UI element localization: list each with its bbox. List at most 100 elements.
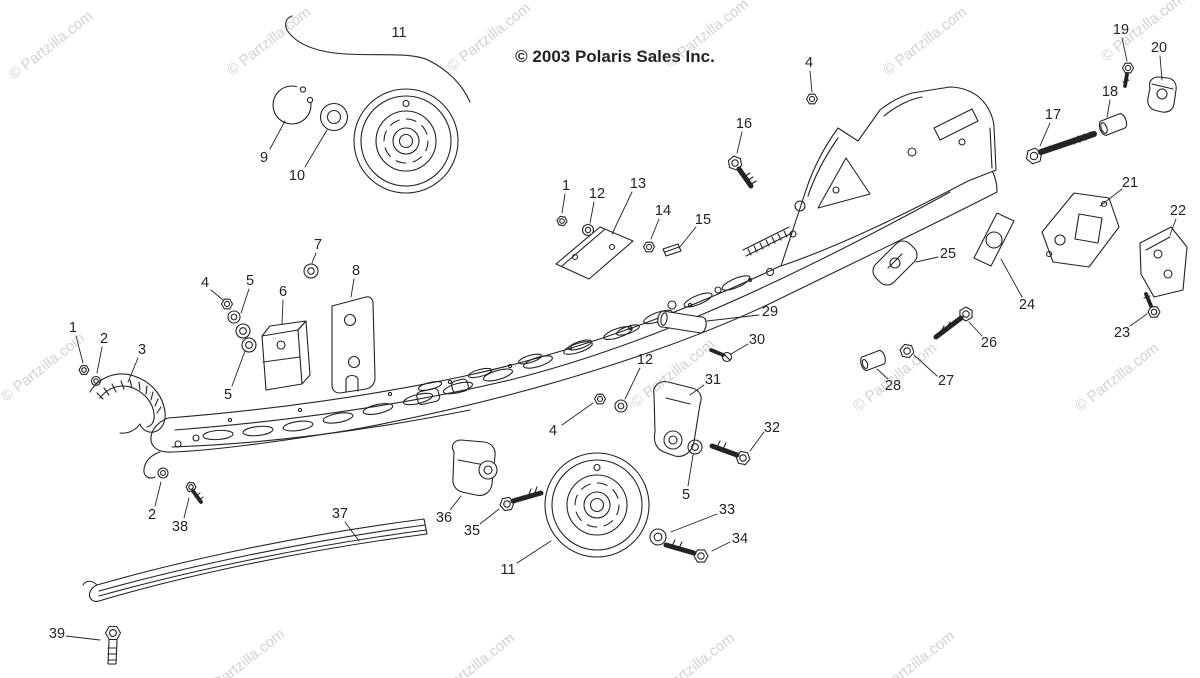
part-number-callout: 30	[749, 332, 765, 348]
callout-leader-line	[449, 495, 462, 511]
bolt-34	[663, 539, 709, 563]
part-number-callout: 28	[885, 378, 901, 394]
part-number-callout: 13	[630, 176, 646, 192]
part-number-callout: 11	[391, 25, 406, 41]
callout-leader-line	[670, 513, 718, 533]
part-number-callout: 34	[732, 531, 748, 547]
bolt-30	[709, 348, 733, 363]
callout-leader-line	[624, 367, 641, 400]
part-number-callout: 21	[1122, 175, 1138, 191]
washer-33	[649, 528, 667, 546]
part-number-callout: 5	[224, 387, 232, 403]
nut-14	[643, 241, 655, 253]
part-number-callout: 10	[289, 168, 305, 184]
bolt-35	[498, 486, 544, 512]
part-number-callout: 11	[500, 562, 515, 578]
axle-29	[657, 310, 707, 334]
slide-wear-strip-37	[82, 518, 428, 602]
callout-leader-line	[65, 635, 101, 641]
part-number-callout: 25	[940, 246, 956, 262]
watermark-text: © Partzilla.com	[224, 4, 314, 80]
bolt-16	[725, 154, 757, 189]
callout-leader-line	[1121, 37, 1128, 62]
callout-leader-line	[154, 481, 162, 507]
callout-leader-line	[281, 299, 284, 325]
part-number-callout: 19	[1113, 22, 1129, 38]
callout-leader-line	[913, 354, 938, 377]
washer-10	[319, 102, 349, 132]
part-number-callout: 6	[279, 284, 287, 300]
callout-leader-lines	[65, 37, 1177, 641]
part-number-callout: 36	[436, 510, 452, 526]
bolt-38	[185, 482, 204, 504]
callout-leader-line	[711, 541, 731, 552]
watermark-text: © Partzilla.com	[1098, 0, 1188, 65]
washer-2-lower	[157, 467, 169, 479]
part-number-callout: 7	[314, 237, 322, 253]
clip-15	[662, 243, 682, 257]
callout-leader-line	[240, 288, 250, 314]
part-number-callout: 29	[762, 304, 778, 320]
callout-leader-line	[75, 335, 84, 364]
part-number-callout: 9	[260, 150, 268, 166]
callout-leader-line	[1000, 258, 1023, 298]
plate-13	[555, 226, 634, 280]
callout-leader-line	[269, 120, 286, 150]
callout-leader-line	[650, 218, 660, 240]
callout-leader-line	[183, 497, 190, 519]
part-number-callout: 32	[764, 420, 780, 436]
callout-leader-line	[561, 193, 566, 214]
callout-leader-line	[210, 289, 224, 301]
part-number-callout: 33	[719, 502, 735, 518]
callout-leader-line	[689, 384, 705, 396]
part-number-callout: 39	[49, 626, 65, 642]
idler-wheel-11-top	[353, 88, 459, 194]
nut-1-front	[78, 365, 90, 375]
part-number-callout: 18	[1102, 84, 1118, 100]
callout-leader-line	[749, 431, 765, 452]
part-number-callout: 4	[549, 423, 557, 439]
part-number-callout: 3	[138, 342, 146, 358]
part-number-callout: 14	[655, 203, 671, 219]
callout-leader-line	[127, 357, 139, 383]
bracket-20	[1147, 76, 1177, 113]
diagram-artwork	[78, 15, 1188, 665]
watermark-text: © Partzilla.com	[6, 8, 96, 84]
bolt-19	[1122, 62, 1134, 88]
part-number-callout: 2	[100, 331, 108, 347]
callout-leader-line	[1039, 122, 1051, 147]
bracket-22	[1139, 226, 1188, 298]
part-number-callout: 4	[805, 55, 813, 71]
callout-leader-line	[687, 454, 694, 487]
part-number-callout: 8	[352, 263, 360, 279]
bolt-17	[1023, 131, 1097, 166]
plate-8	[331, 296, 376, 394]
spacer-28	[860, 349, 886, 372]
part-number-callout: 27	[938, 373, 954, 389]
callout-leader-line	[876, 368, 889, 380]
callout-leader-line	[231, 350, 246, 387]
watermark-text: © Partzilla.com	[0, 330, 88, 406]
part-number-callout: 37	[332, 506, 348, 522]
washer-stack-4-5	[221, 298, 257, 353]
part-number-callout: 16	[736, 116, 752, 132]
main-rail	[143, 163, 998, 479]
idler-wheel-11-bottom	[544, 452, 650, 558]
part-number-callout: 12	[589, 186, 605, 202]
callout-leader-line	[516, 540, 552, 564]
part-number-callout: 20	[1151, 40, 1167, 56]
watermark-text: © Partzilla.com	[880, 4, 970, 80]
part-number-callout: 4	[201, 275, 209, 291]
callout-leader-line	[1106, 99, 1111, 118]
callout-leader-line	[561, 402, 594, 426]
watermark-text: © Partzilla.com	[868, 628, 958, 678]
part-number-callout: 17	[1045, 107, 1061, 123]
part-number-callout: 35	[464, 523, 480, 539]
washer-12-bottom	[614, 399, 628, 413]
part-number-callout: 12	[637, 352, 653, 368]
rail-rivets	[227, 277, 753, 423]
callout-leader-line	[809, 70, 813, 93]
